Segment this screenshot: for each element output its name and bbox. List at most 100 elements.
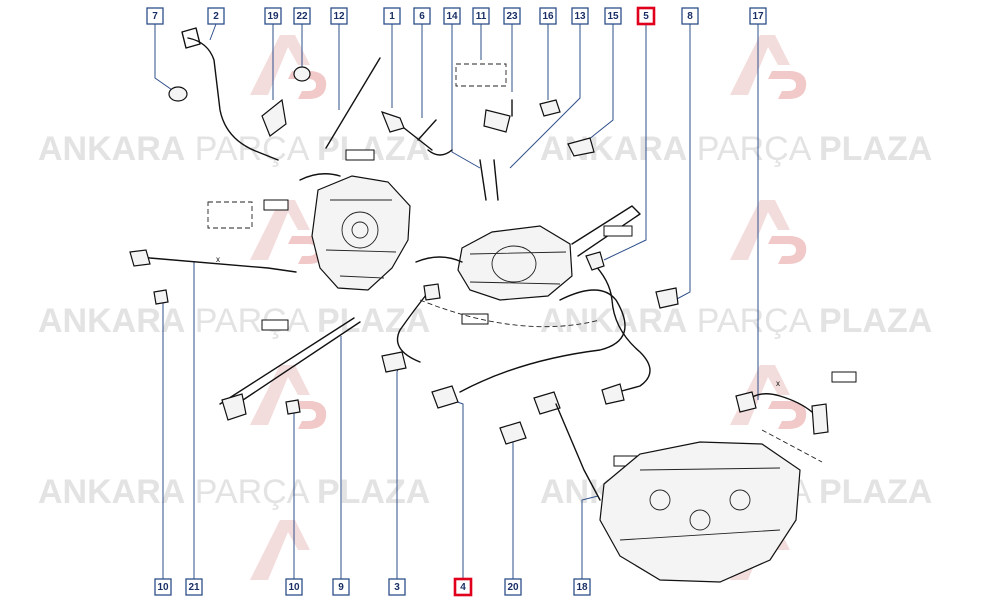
callout-top-11[interactable]: 11: [472, 7, 490, 25]
callout-top-12[interactable]: 12: [330, 7, 348, 25]
intake-manifold: [599, 441, 801, 583]
callout-top-13[interactable]: 13: [571, 7, 589, 25]
cable-9: [219, 317, 361, 421]
callout-number: 21: [188, 582, 200, 593]
callout-bottom-10[interactable]: 10: [154, 578, 172, 596]
callout-box[interactable]: [293, 7, 311, 25]
gasket-6: [417, 119, 453, 156]
ap-logo: [250, 520, 310, 580]
callout-box[interactable]: [504, 578, 522, 596]
callout-bottom-21[interactable]: 21: [185, 578, 203, 596]
callout-box[interactable]: [749, 7, 767, 25]
callout-box[interactable]: [413, 7, 431, 25]
label-plate: [263, 199, 289, 211]
oxygen-sensor-5-harness: [585, 225, 651, 405]
callout-box[interactable]: [443, 7, 461, 25]
callout-number: 16: [542, 11, 554, 22]
sensor-7: [168, 86, 188, 102]
callout-top-19[interactable]: 19: [264, 7, 282, 25]
callout-top-22[interactable]: 22: [293, 7, 311, 25]
callout-number: 18: [576, 582, 588, 593]
ap-logo: [250, 35, 327, 99]
label-plate: [603, 225, 633, 237]
callout-box[interactable]: [154, 578, 172, 596]
callout-number: 15: [607, 11, 619, 22]
callout-row-bottom: 10 21 10 9 3 4 20 18: [154, 577, 591, 597]
callout-box[interactable]: [539, 7, 557, 25]
callout-bottom-10[interactable]: 10: [285, 578, 303, 596]
callout-box[interactable]: [453, 577, 473, 597]
callout-number: 7: [152, 11, 158, 22]
callout-box[interactable]: [388, 578, 406, 596]
clamp-15: [567, 137, 595, 157]
callout-box[interactable]: [264, 7, 282, 25]
callout-number: 1: [389, 11, 395, 22]
callout-box[interactable]: [681, 7, 699, 25]
callout-box[interactable]: [332, 578, 350, 596]
callout-box[interactable]: [636, 6, 656, 26]
callout-bottom-4[interactable]: 4: [453, 577, 473, 597]
callout-box[interactable]: [503, 7, 521, 25]
callout-box[interactable]: [571, 7, 589, 25]
callout-box[interactable]: [207, 7, 225, 25]
callout-number: 10: [288, 582, 300, 593]
callout-top-16[interactable]: 16: [539, 7, 557, 25]
callout-top-1[interactable]: 1: [383, 7, 401, 25]
callout-box[interactable]: [604, 7, 622, 25]
callout-top-6[interactable]: 6: [413, 7, 431, 25]
cable-12: [325, 57, 381, 161]
dimension-mark: x: [216, 255, 220, 264]
callout-box[interactable]: [146, 7, 164, 25]
watermark-row: ANKARA PARÇA PLAZA: [38, 302, 430, 340]
callout-box[interactable]: [383, 7, 401, 25]
callout-box[interactable]: [472, 7, 490, 25]
connector-8: [655, 287, 679, 309]
callout-top-23[interactable]: 23: [503, 7, 521, 25]
callout-top-15[interactable]: 15: [604, 7, 622, 25]
sensor-18: [533, 391, 641, 501]
callout-number: 5: [643, 11, 649, 22]
clip-22: [293, 66, 311, 82]
callout-number: 22: [296, 11, 308, 22]
connector-20: [499, 421, 527, 445]
callout-number: 6: [419, 11, 425, 22]
ap-logo: [250, 365, 327, 429]
bracket-11-23: [455, 63, 513, 133]
callout-top-2[interactable]: 2: [207, 7, 225, 25]
callout-box[interactable]: [285, 578, 303, 596]
callout-bottom-18[interactable]: 18: [573, 578, 591, 596]
clip-10-bottom: [285, 399, 301, 415]
oxygen-sensor-21: x: [129, 249, 297, 273]
label-plate: [345, 149, 375, 161]
callout-number: 23: [506, 11, 518, 22]
callout-box[interactable]: [573, 578, 591, 596]
callout-bottom-20[interactable]: 20: [504, 578, 522, 596]
callout-top-14[interactable]: 14: [443, 7, 461, 25]
callout-top-17[interactable]: 17: [749, 7, 767, 25]
callout-top-5[interactable]: 5: [636, 6, 656, 26]
ap-logo: [730, 200, 807, 264]
callout-number: 13: [574, 11, 586, 22]
callout-number: 10: [157, 582, 169, 593]
callout-number: 14: [446, 11, 458, 22]
label-plate: [461, 313, 489, 325]
pipe-14: [479, 159, 499, 201]
watermark-row: ANKARA PARÇA PLAZA: [540, 302, 932, 340]
callout-top-7[interactable]: 7: [146, 7, 164, 25]
callout-bottom-9[interactable]: 9: [332, 578, 350, 596]
callout-box[interactable]: [185, 578, 203, 596]
callout-number: 19: [267, 11, 279, 22]
callout-number: 12: [333, 11, 345, 22]
callout-top-8[interactable]: 8: [681, 7, 699, 25]
callout-bottom-3[interactable]: 3: [388, 578, 406, 596]
callout-box[interactable]: [330, 7, 348, 25]
oxygen-sensor-17: x: [735, 371, 857, 463]
harness-3-4: [381, 283, 626, 409]
bracket-19: [261, 98, 287, 137]
ap-logo: [730, 35, 807, 99]
clip-10-left: [153, 289, 169, 305]
callout-number: 17: [752, 11, 764, 22]
turbo-housing: [415, 205, 641, 301]
